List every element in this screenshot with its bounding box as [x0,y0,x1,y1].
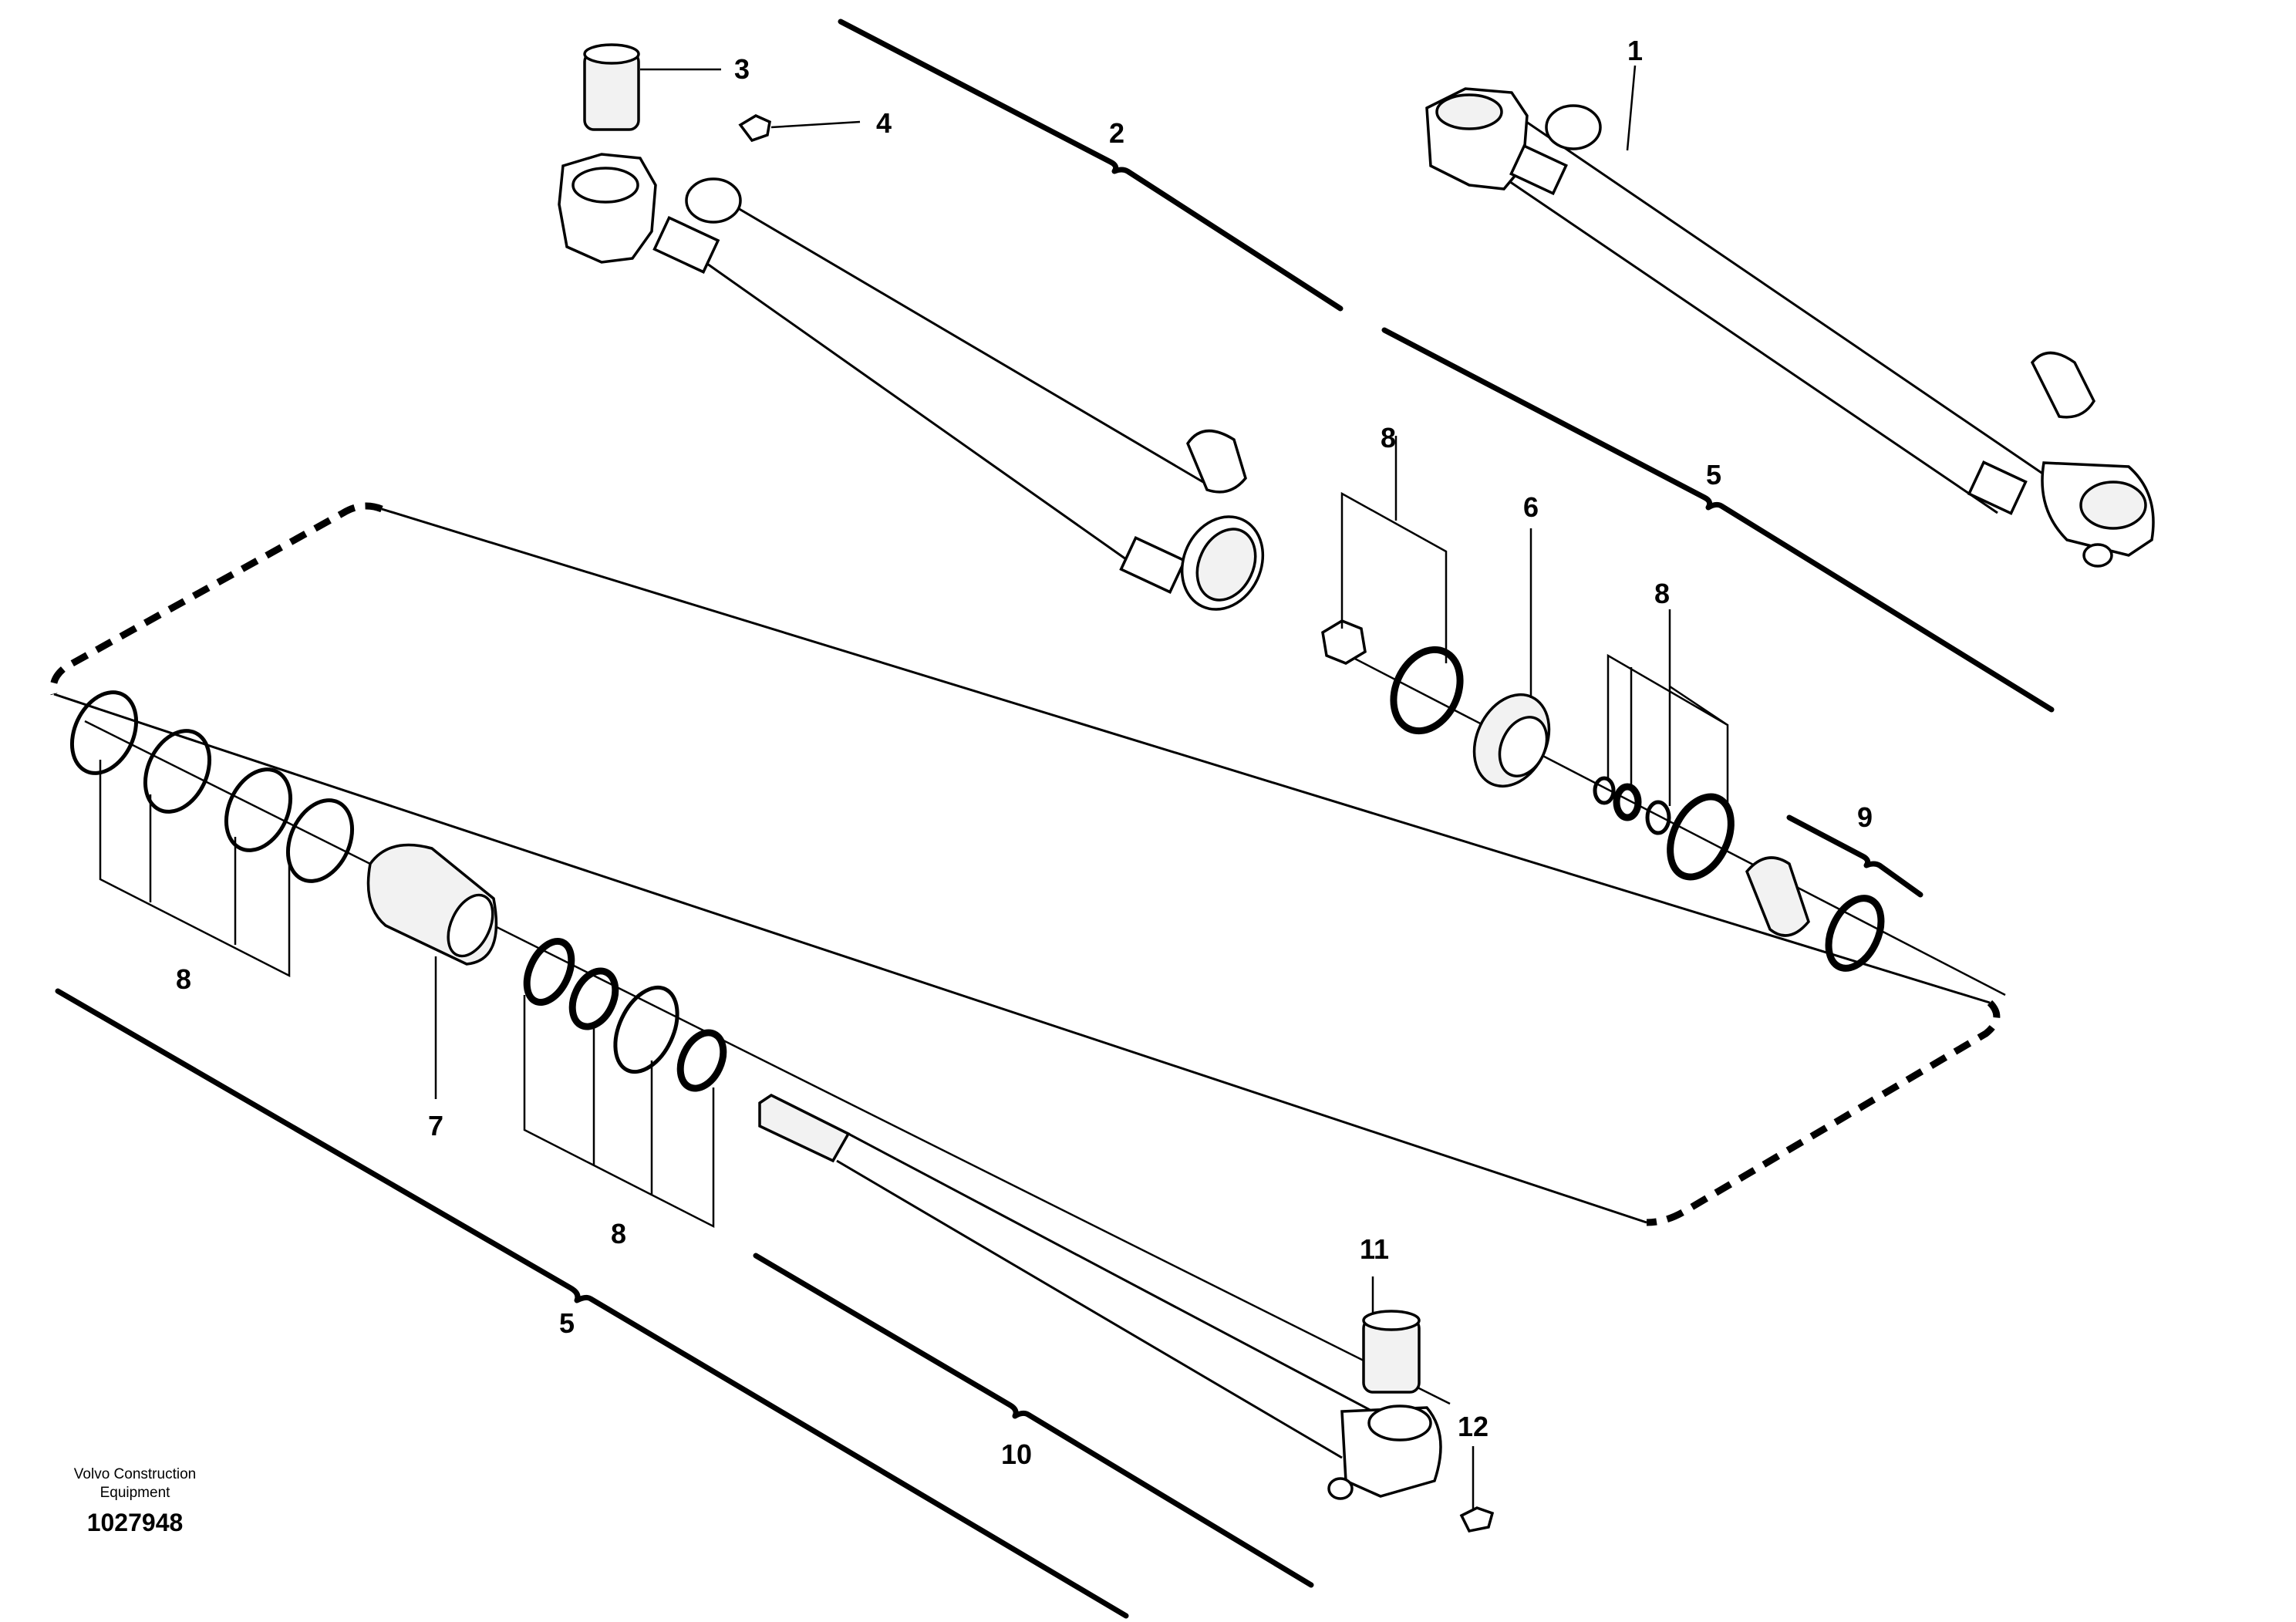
callout-11: 11 [1360,1233,1389,1265]
bracket-part-2 [838,19,1344,312]
leader-part-8-left [99,760,291,978]
seal-kit-right [1321,619,2006,996]
callout-5-lower: 5 [559,1307,575,1339]
callout-8-mid: 8 [611,1218,626,1249]
cylinder-barrel-part-2 [558,153,1265,611]
seal-kit-left [69,690,1451,1405]
grease-nipple-part-4 [738,114,861,143]
callout-6: 6 [1523,491,1539,523]
leader-part-8-top [1340,491,1448,663]
company-name-line-1: Volvo Construction [73,1466,197,1482]
bracket-part-10 [753,1253,1314,1588]
bracket-part-5-upper [1381,327,2055,713]
callout-8-right: 8 [1654,578,1670,609]
callout-5-upper: 5 [1706,459,1721,491]
callout-2: 2 [1109,117,1124,149]
bracket-part-9 [1786,814,1923,898]
leader-part-8-mid [523,995,715,1229]
company-name-line-2: Equipment [99,1485,170,1501]
leader-part-8-right [1607,653,1729,814]
footer-credit: Volvo Construction Equipment 1027948 [46,1465,224,1537]
callout-12: 12 [1458,1411,1489,1442]
seal-kit-boundary-dashed [49,502,383,696]
piston-rod-part-10 [758,1093,1442,1500]
callout-3: 3 [734,53,750,85]
callout-1: 1 [1627,35,1643,66]
callout-8-top: 8 [1381,422,1396,454]
callout-8-left: 8 [176,963,191,995]
bushing-part-3 [583,43,721,131]
bushing-part-11 [1362,1276,1421,1394]
cylinder-assembly-part-1 [1425,65,2155,568]
callout-4: 4 [876,107,892,139]
document-number: 1027948 [86,1509,184,1536]
callout-7: 7 [428,1110,443,1141]
callout-10: 10 [1001,1438,1032,1470]
grease-nipple-part-12 [1459,1446,1495,1533]
bracket-part-5-lower [55,988,1129,1619]
callout-9: 9 [1857,801,1873,833]
